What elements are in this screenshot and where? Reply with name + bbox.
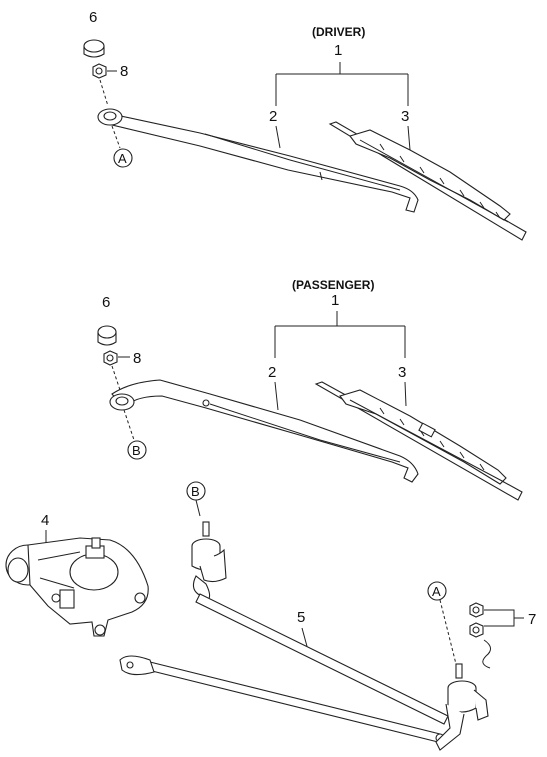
pivot-b-leader [195,499,201,517]
pivot-a-dashed [439,599,457,665]
link-label: 5 [297,609,305,626]
passenger-blade-label: 3 [398,364,406,381]
driver-section: (DRIVER) 1 2 3 6 8 A [83,9,527,241]
wiper-motor [5,537,149,637]
passenger-assembly-label: 1 [331,292,339,309]
driver-assembly-label: 1 [334,42,342,59]
passenger-dashed-axis [111,365,121,391]
pivot-b-letter: B [191,484,200,499]
driver-arm-label: 2 [269,108,277,125]
driver-cap-label: 6 [89,9,97,26]
passenger-assembly-bracket [274,311,406,358]
nuts-label: 7 [528,611,536,628]
linkage-section: 4 B 5 [5,481,536,751]
driver-header: (DRIVER) [312,25,365,39]
pivot-a-circle [427,581,447,601]
driver-wiper-blade [328,121,527,241]
driver-ref-circle [113,148,133,168]
passenger-nut-label: 8 [133,350,141,367]
pivot-a-letter: A [432,584,441,599]
driver-dashed-axis [99,79,109,107]
driver-ref-dashed [111,125,121,149]
passenger-cap-label: 6 [102,294,110,311]
passenger-cap [97,325,117,346]
driver-blade-leader [407,125,411,151]
driver-cap [83,39,105,58]
passenger-header: (PASSENGER) [292,278,374,292]
pivot-b-housing [191,521,227,601]
passenger-nut [103,350,118,366]
motor-label: 4 [41,512,49,529]
passenger-ref-dashed [123,409,135,441]
passenger-wiper-blade [314,381,523,501]
linkage-rods [119,593,449,743]
driver-ref-letter: A [118,151,127,166]
driver-assembly-bracket [275,62,409,106]
driver-nut [92,63,107,79]
pivot-a-housing [435,663,489,751]
driver-blade-label: 3 [401,108,409,125]
pivot-b-circle [186,481,206,501]
passenger-ref-circle [127,440,147,460]
passenger-arm-leader [274,381,279,411]
passenger-section: (PASSENGER) 1 2 3 6 8 B [97,278,523,501]
passenger-ref-letter: B [132,443,141,458]
passenger-blade-leader [404,381,407,407]
driver-arm-leader [275,125,281,149]
driver-wiper-arm [97,108,419,213]
pivot-a-nuts-bracket [484,609,524,627]
driver-nut-label: 8 [120,63,128,80]
passenger-wiper-arm [109,379,419,483]
passenger-arm-label: 2 [268,364,276,381]
pivot-a-nuts [469,602,491,669]
